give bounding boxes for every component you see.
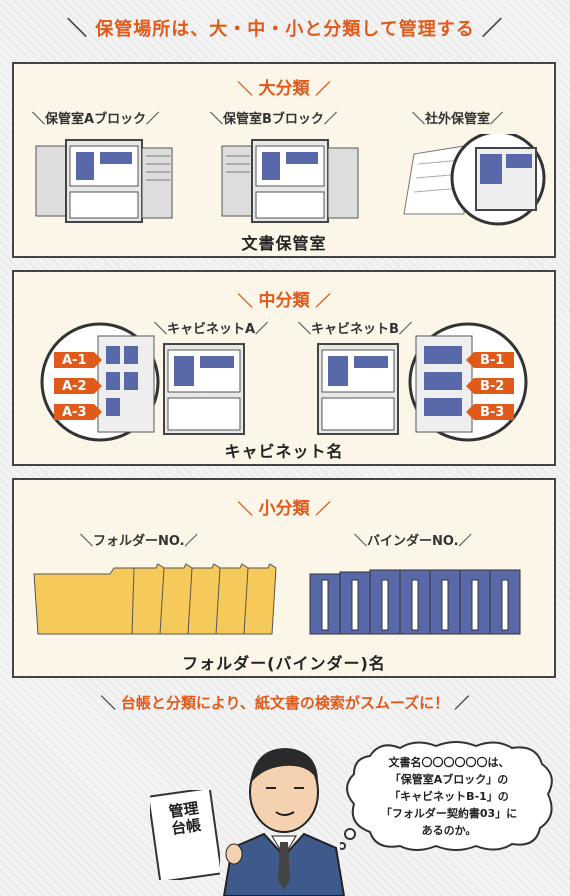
bottom-caption: ＼ 台帳と分類により、紙文書の検索がスムーズに！ ／	[100, 694, 470, 712]
folder-stack-icon	[33, 563, 277, 635]
speech-bubble-cloud-icon	[340, 741, 553, 851]
external-storage-icon	[403, 134, 546, 226]
page-title: ＼ 保管場所は、大・中・小と分類して管理する ／	[0, 12, 570, 41]
label-binder-no: ＼バインダーNO.／	[354, 534, 472, 549]
tag-a3: A-3	[62, 405, 87, 420]
page-title-text: 保管場所は、大・中・小と分類して管理する	[95, 19, 475, 40]
binder-stack-icon	[309, 569, 521, 635]
tag-b1: B-1	[480, 353, 505, 368]
label-block-a: ＼保管室Aブロック／	[32, 112, 160, 127]
cabinet-group-a-icon	[35, 139, 173, 223]
speech-line-4: 「フォルダー契約書03」に	[380, 807, 518, 820]
cabinets-illustration	[40, 322, 528, 442]
speech-line-1: 文書名〇〇〇〇〇〇は、	[388, 756, 510, 769]
tag-a1: A-1	[62, 353, 87, 368]
businessman-icon	[222, 748, 346, 896]
emphasis-right-icon: ／	[482, 16, 504, 40]
emphasis-left-icon: ＼	[66, 16, 88, 40]
large-category-panel: ＼ 大分類 ／ ＼保管室Aブロック／ ＼保管室Bブロック／ ＼社外保管室／	[12, 62, 556, 258]
speech-line-2: 「保管室Aブロック」の	[389, 773, 509, 786]
medium-category-panel: ＼ 中分類 ／ ＼キャビネットA／ ＼キャビネットB／	[12, 270, 556, 466]
label-cabinet-a: ＼キャビネットA／	[154, 322, 269, 337]
large-category-title: ＼ 大分類 ／	[237, 79, 331, 99]
tag-a2: A-2	[62, 379, 87, 394]
small-category-title: ＼ 小分類 ／	[237, 499, 331, 519]
large-category-footer: 文書保管室	[241, 234, 327, 253]
cabinet-group-b-icon	[221, 139, 359, 223]
medium-category-footer: キャビネット名	[224, 442, 344, 461]
folders-binders-illustration	[33, 563, 521, 635]
storage-rooms-illustration	[35, 134, 546, 226]
tag-b3: B-3	[480, 405, 505, 420]
speech-text: 文書名〇〇〇〇〇〇は、 「保管室Aブロック」の 「キャビネットB-1」の 「フォ…	[340, 754, 558, 839]
ledger-book: 管理台帳	[150, 790, 220, 880]
medium-category-title: ＼ 中分類 ／	[237, 291, 331, 311]
small-category-footer: フォルダー(バインダー)名	[182, 654, 386, 673]
label-block-b: ＼保管室Bブロック／	[210, 112, 337, 127]
label-external-storage: ＼社外保管室／	[412, 112, 504, 127]
speech-line-5: あるのか。	[421, 824, 477, 837]
label-folder-no: ＼フォルダーNO.／	[80, 534, 198, 549]
ledger-label: 管理台帳	[167, 799, 203, 838]
speech-bubble: 文書名〇〇〇〇〇〇は、 「保管室Aブロック」の 「キャビネットB-1」の 「フォ…	[340, 738, 558, 856]
speech-line-3: 「キャビネットB-1」の	[389, 790, 509, 803]
small-category-panel: ＼ 小分類 ／ ＼フォルダーNO.／ ＼バインダーNO.／	[12, 478, 556, 678]
label-cabinet-b: ＼キャビネットB／	[298, 322, 412, 337]
ledger-book-icon	[150, 790, 220, 880]
tag-b2: B-2	[480, 379, 505, 394]
